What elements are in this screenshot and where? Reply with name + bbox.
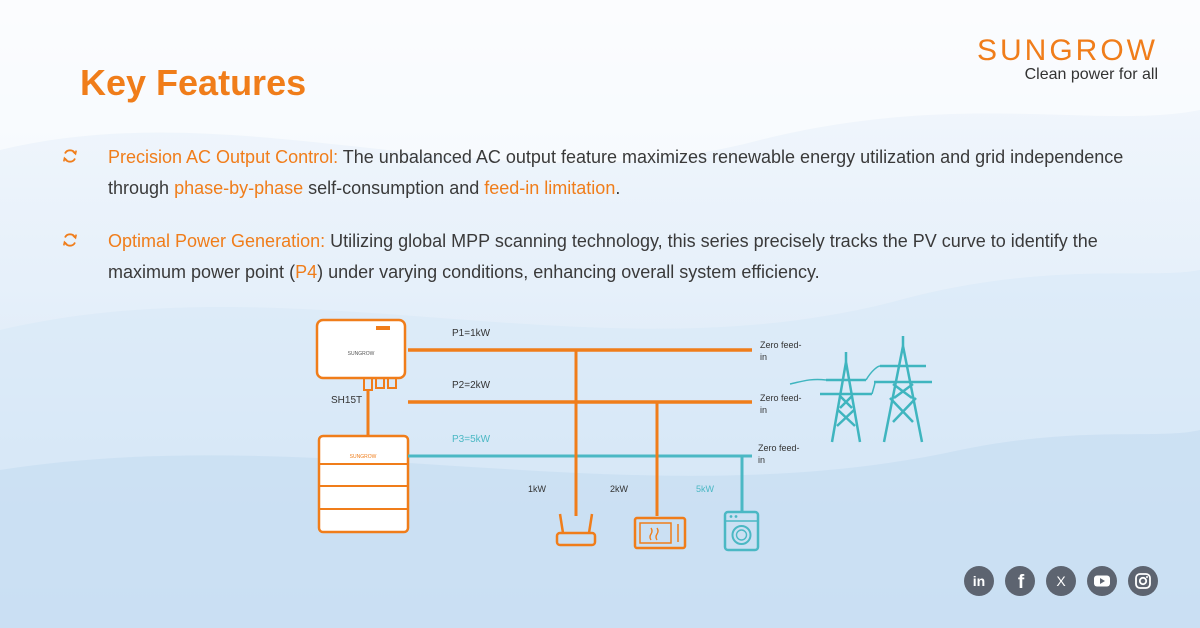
svg-text:X: X (1056, 573, 1066, 589)
microwave-icon (633, 516, 687, 550)
feature-item-ac-output: Precision AC Output Control: The unbalan… (62, 142, 1162, 204)
zero-feed-in-label: in (760, 405, 767, 415)
svg-text:in: in (973, 573, 985, 589)
instagram-button[interactable] (1128, 566, 1158, 596)
system-diagram: SUNGROW SH15T SUNGROW P1=1kW P2=2kW P3=5… (315, 318, 932, 552)
feature-text-part: The unbalanced AC output feature maximiz… (108, 147, 1124, 198)
phase-label-p3: P3=5kW (452, 434, 491, 445)
feature-title: Optimal Power Generation: (108, 231, 326, 251)
feature-highlight: P4 (295, 262, 318, 282)
feature-text-part: . (615, 178, 621, 198)
brand-tagline: Clean power for all (1024, 66, 1158, 83)
phase-label-p2: P2=2kW (452, 380, 491, 391)
load-label-2: 2kW (610, 484, 629, 494)
zero-feed-in-label: in (758, 455, 765, 465)
youtube-button[interactable] (1087, 566, 1117, 596)
zero-feed-in-label: Zero feed- (758, 443, 800, 453)
facebook-icon: f (1018, 572, 1025, 593)
brand-name: SUNGROW (977, 34, 1158, 67)
battery-logo: SUNGROW (350, 454, 377, 460)
feature-list: Precision AC Output Control: The unbalan… (62, 142, 1162, 310)
feature-highlight: feed-in limitation (484, 178, 616, 198)
zero-feed-in-label: Zero feed- (760, 340, 802, 350)
load-label-3: 5kW (696, 484, 715, 494)
feature-text-part: Utilizing global MPP scanning technology… (108, 231, 1098, 282)
zero-feed-in-label: Zero feed- (760, 393, 802, 403)
x-icon: X (1056, 573, 1066, 589)
battery-stack: SUNGROW (317, 434, 410, 534)
cycle-bullet-icon (63, 233, 77, 247)
svg-text:f: f (1018, 572, 1025, 593)
inverter-logo: SUNGROW (348, 351, 375, 357)
instagram-icon (1135, 573, 1151, 589)
linkedin-button[interactable]: in (964, 566, 994, 596)
router-icon (555, 513, 597, 547)
feature-text: Precision AC Output Control: The unbalan… (108, 142, 1162, 204)
social-links: in f X (964, 566, 1158, 596)
feature-text-part: self-consumption and (303, 178, 485, 198)
brand-logo: SUNGROW Clean power for all (977, 34, 1158, 84)
feature-text-part: ) under varying conditions, enhancing ov… (317, 262, 820, 282)
transmission-tower-icon (789, 336, 932, 443)
cycle-bullet-icon (63, 149, 77, 163)
inverter: SUNGROW SH15T (315, 318, 407, 435)
phase-label-p1: P1=1kW (452, 328, 491, 339)
facebook-button[interactable]: f (1005, 566, 1035, 596)
linkedin-icon: in (973, 573, 985, 589)
washing-machine-icon (723, 510, 760, 552)
feature-highlight: phase-by-phase (174, 178, 304, 198)
page-title: Key Features (80, 62, 307, 103)
feature-text: Optimal Power Generation: Utilizing glob… (108, 226, 1162, 288)
x-button[interactable]: X (1046, 566, 1076, 596)
load-label-1: 1kW (528, 484, 547, 494)
inverter-model-label: SH15T (331, 395, 362, 406)
youtube-icon (1094, 575, 1110, 587)
feature-item-power-generation: Optimal Power Generation: Utilizing glob… (62, 226, 1162, 288)
feature-title: Precision AC Output Control: (108, 147, 339, 167)
zero-feed-in-label: in (760, 352, 767, 362)
